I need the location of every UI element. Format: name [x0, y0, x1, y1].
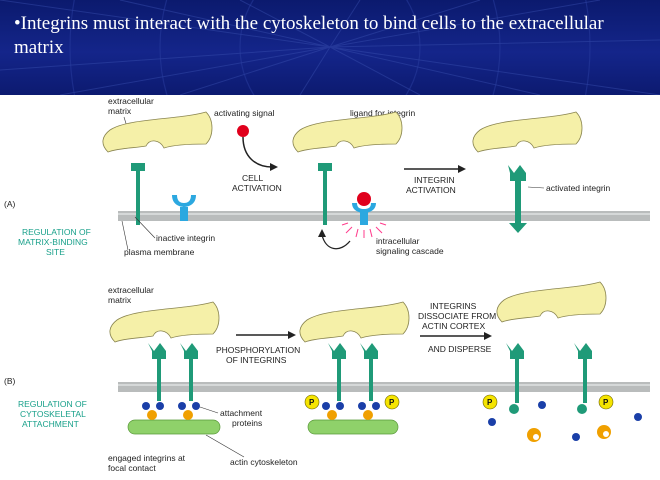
matrix-fiber-b1 — [109, 301, 220, 343]
phospho-groups-b2: P P — [304, 394, 400, 410]
panel-b-caption-3: ATTACHMENT — [22, 419, 79, 429]
released-integrins — [506, 343, 592, 414]
slide-title: •Integrins must interact with the cytosk… — [14, 13, 604, 58]
plasma-membrane-label: plasma membrane — [124, 247, 195, 257]
panel-b-caption-1: REGULATION OF — [18, 399, 87, 409]
and-disperse-label: AND DISPERSE — [428, 344, 492, 354]
panel-b-tag: (B) — [4, 376, 16, 386]
integrin-activation-label-2: ACTIVATION — [406, 185, 456, 195]
matrix-fiber-b2 — [299, 301, 410, 343]
signal-protein-a2 — [352, 203, 376, 213]
ecm-label-a-2: matrix — [108, 106, 132, 116]
dispersed-proteins — [488, 401, 642, 442]
panel-a-tag: (A) — [4, 199, 16, 209]
integrin-inactive-a1 — [131, 163, 145, 225]
signal-protein-a1 — [172, 195, 196, 207]
phosphorylation-label-1: PHOSPHORYLATION — [216, 345, 300, 355]
phospho-groups-b3: P P — [482, 394, 614, 410]
integrin-diagram: (A) REGULATION OF MATRIX-BINDING SITE ex… — [4, 96, 650, 473]
dissociate-label-2: DISSOCIATE FROM — [418, 311, 496, 321]
actin-cytoskeleton-label: actin cytoskeleton — [230, 457, 298, 467]
attachment-proteins-label-2: proteins — [232, 418, 262, 428]
inactive-integrin-label: inactive integrin — [156, 233, 215, 243]
cascade-label-1: intracellular — [376, 236, 420, 246]
attachment-proteins-b1 — [142, 402, 200, 420]
matrix-fiber-b3 — [496, 281, 607, 323]
dissociate-label-1: INTEGRINS — [430, 301, 477, 311]
panel-a: (A) REGULATION OF MATRIX-BINDING SITE ex… — [4, 96, 650, 257]
actin-filament-b2 — [307, 419, 399, 435]
attachment-proteins-b2 — [322, 402, 380, 420]
plasma-membrane-a — [118, 211, 650, 221]
actin-filament-b1 — [127, 419, 221, 435]
engaged-integrins-label-1: engaged integrins at — [108, 453, 186, 463]
svg-text:P: P — [309, 398, 315, 407]
svg-text:P: P — [389, 398, 395, 407]
cascade-arrow — [321, 234, 351, 250]
title-bar: •Integrins must interact with the cytosk… — [0, 0, 660, 95]
engaged-integrins — [148, 343, 198, 401]
ecm-label-b-2: matrix — [108, 295, 132, 305]
activated-integrin — [508, 165, 527, 233]
plasma-membrane-b — [118, 382, 650, 392]
svg-text:P: P — [603, 398, 609, 407]
matrix-fiber-a3 — [472, 111, 583, 153]
signaling-burst — [341, 222, 387, 238]
activated-integrin-label: activated integrin — [546, 183, 611, 193]
cell-activation-label-2: ACTIVATION — [232, 183, 282, 193]
phosphorylation-label-2: OF INTEGRINS — [226, 355, 287, 365]
panel-a-caption-2: MATRIX-BINDING — [18, 237, 88, 247]
intracellular-ligand-dot — [357, 192, 371, 206]
dissociate-label-3: ACTIN CORTEX — [422, 321, 485, 331]
activating-signal-label: activating signal — [214, 108, 275, 118]
phosphorylated-integrins — [328, 343, 378, 401]
cascade-label-2: signaling cascade — [376, 246, 444, 256]
panel-a-caption-1: REGULATION OF — [22, 227, 91, 237]
integrin-activation-label-1: INTEGRIN — [414, 175, 455, 185]
title-background-pattern — [0, 0, 660, 95]
integrin-inactive-a2 — [318, 163, 332, 225]
activation-arrow — [242, 136, 273, 168]
engaged-integrins-label-2: focal contact — [108, 463, 156, 473]
svg-text:P: P — [487, 398, 493, 407]
ecm-label-b-1: extracellular — [108, 285, 154, 295]
attachment-proteins-label-1: attachment — [220, 408, 263, 418]
ecm-label-a-1: extracellular — [108, 96, 154, 106]
ligand-label: ligand for integrin — [350, 108, 415, 118]
panel-a-caption-3: SITE — [46, 247, 65, 257]
panel-b-caption-2: CYTOSKELETAL — [20, 409, 86, 419]
cell-activation-label-1: CELL — [242, 173, 264, 183]
matrix-fiber-a1 — [102, 111, 213, 153]
panel-b: (B) REGULATION OF CYTOSKELETAL ATTACHMEN… — [4, 281, 650, 473]
matrix-fiber-a2 — [292, 111, 403, 153]
activating-signal-dot — [237, 125, 249, 137]
